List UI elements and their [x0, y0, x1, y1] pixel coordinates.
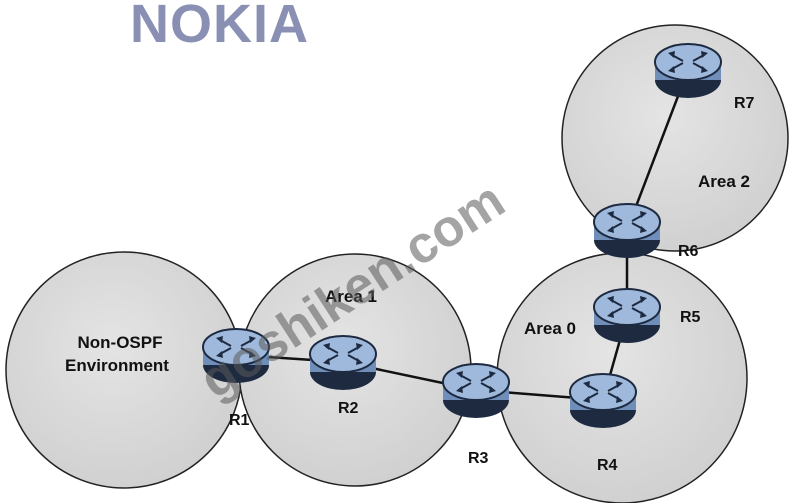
area-1-label: Area 1 — [325, 287, 377, 306]
router-r3-label: R3 — [468, 450, 489, 467]
router-r3-icon[interactable] — [442, 363, 510, 419]
router-r1-label: R1 — [229, 412, 250, 429]
area-non-ospf-label-line1: Non-OSPF — [78, 333, 163, 352]
router-r5-icon[interactable] — [593, 288, 661, 344]
router-r4-label: R4 — [597, 457, 618, 474]
area-0-label: Area 0 — [524, 319, 576, 338]
area-non-ospf-label-line2: Environment — [65, 356, 169, 375]
router-r2-label: R2 — [338, 400, 359, 417]
nokia-logo: NOKIA — [130, 0, 309, 54]
area-2 — [561, 24, 789, 252]
router-r4-icon[interactable] — [569, 373, 637, 429]
router-r5-label: R5 — [680, 309, 701, 326]
router-r7-icon[interactable] — [654, 43, 722, 99]
router-r6-icon[interactable] — [593, 203, 661, 259]
router-r7-label: R7 — [734, 95, 755, 112]
router-r6-label: R6 — [678, 243, 699, 260]
area-2-label: Area 2 — [698, 172, 750, 191]
